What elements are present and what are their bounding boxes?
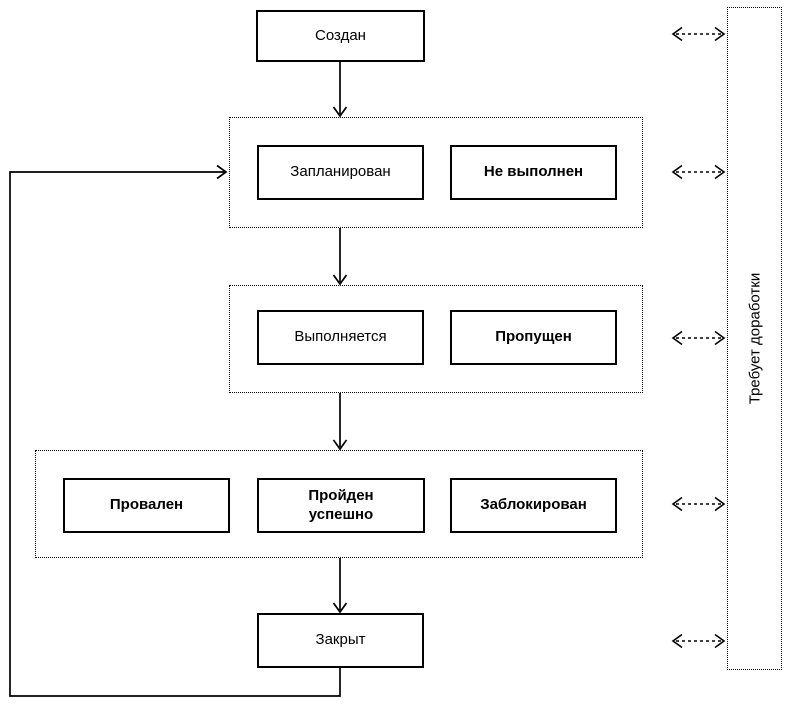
rework-arrow-result: [671, 496, 726, 512]
node-planned: Запланирован: [257, 145, 424, 200]
node-running-label: Выполняется: [294, 328, 387, 346]
rework-arrow-planned: [671, 164, 726, 180]
node-closed: Закрыт: [257, 613, 424, 668]
node-failed-label: Провален: [109, 496, 184, 514]
node-running: Выполняется: [257, 310, 424, 365]
node-created: Создан: [256, 10, 425, 62]
arrow-running-to-result: [332, 393, 348, 451]
node-skipped: Пропущен: [450, 310, 617, 365]
node-not-executed: Не выполнен: [450, 145, 617, 200]
node-skipped-label: Пропущен: [495, 328, 572, 346]
node-planned-label: Запланирован: [290, 163, 391, 181]
rework-lane-label: Требует доработки: [746, 272, 764, 405]
arrow-result-to-closed: [332, 558, 348, 614]
node-closed-label: Закрыт: [315, 631, 366, 649]
rework-arrow-created: [671, 26, 726, 42]
node-passed-label: Пройден успешно: [308, 486, 374, 523]
node-blocked-label: Заблокирован: [480, 496, 587, 514]
node-created-label: Создан: [315, 26, 366, 44]
arrow-created-to-planned: [332, 62, 348, 118]
arrow-planned-to-running: [332, 228, 348, 286]
rework-arrow-running: [671, 330, 726, 346]
rework-lane: Требует доработки: [727, 7, 782, 670]
node-blocked: Заблокирован: [450, 478, 617, 533]
rework-arrow-closed: [671, 633, 726, 649]
node-passed: Пройден успешно: [257, 478, 425, 533]
node-failed: Провален: [63, 478, 230, 533]
node-not-executed-label: Не выполнен: [483, 163, 584, 181]
